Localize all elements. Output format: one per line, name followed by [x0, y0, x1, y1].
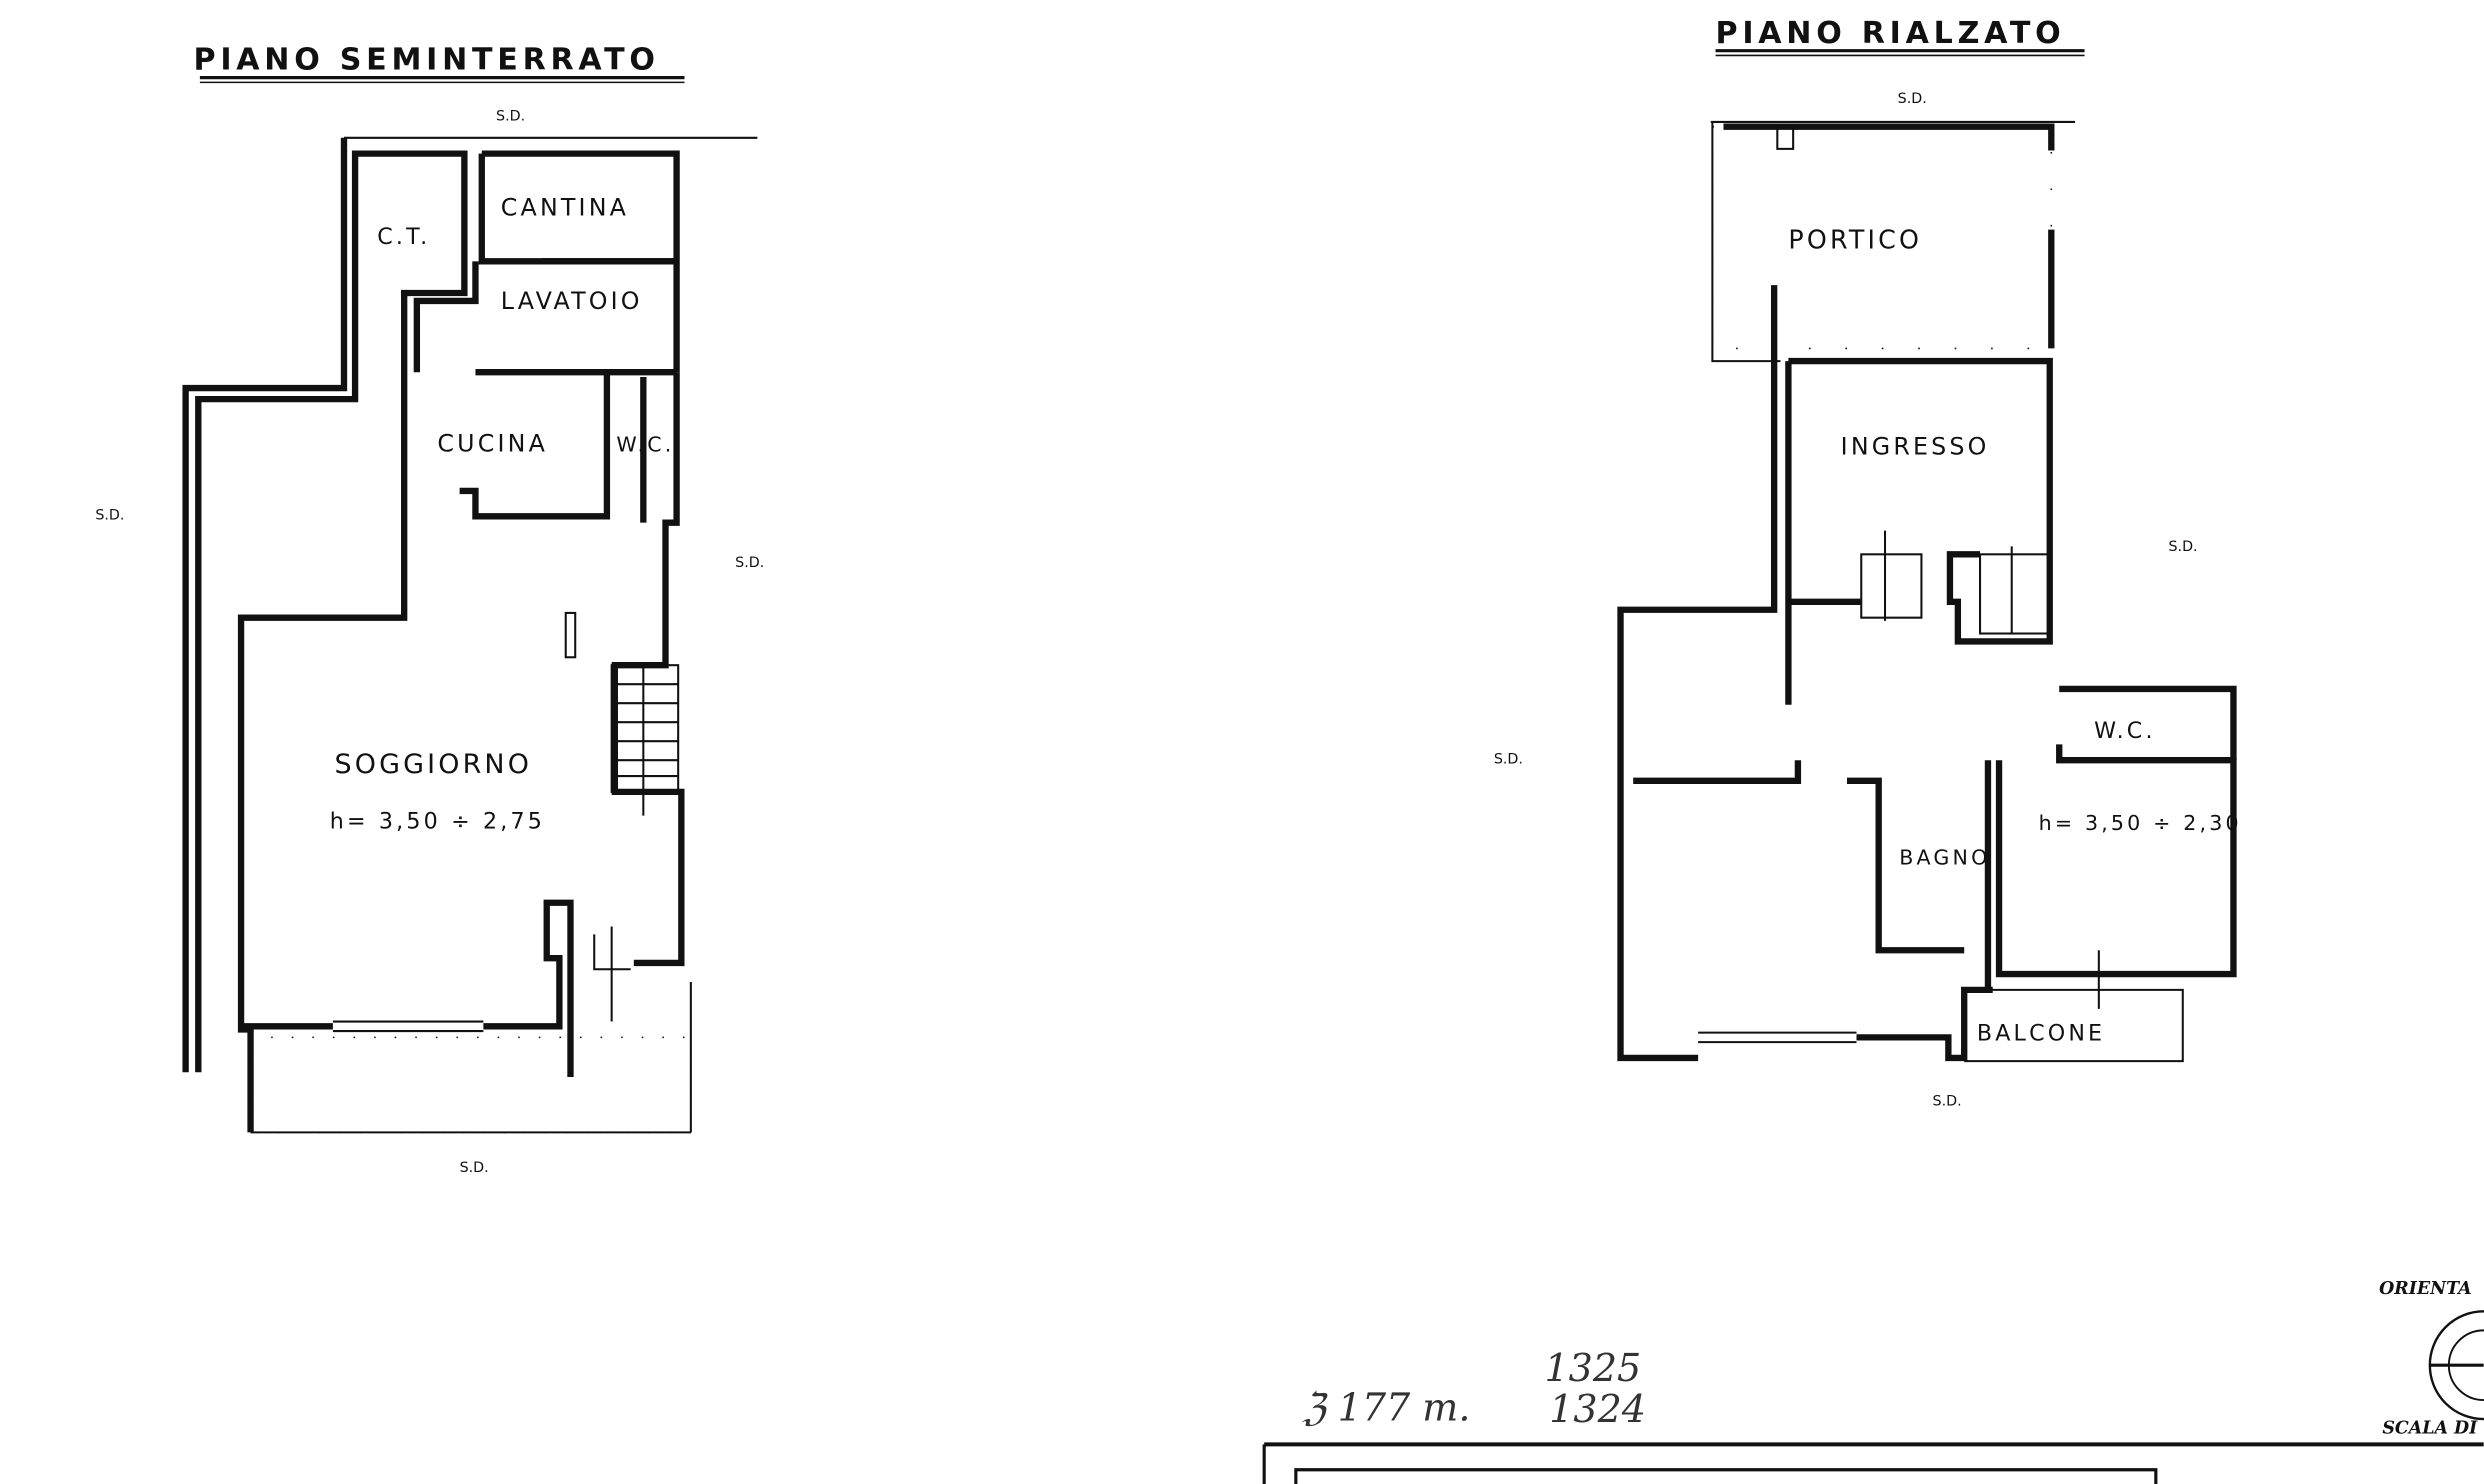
- sd-label-top: S.D.: [496, 108, 525, 124]
- sd-label-top-right: S.D.: [1898, 91, 1927, 107]
- room-label-ct: C.T.: [377, 224, 430, 250]
- compass-icon: [2428, 1310, 2484, 1421]
- handwritten-note-3: 1324: [1549, 1387, 1646, 1431]
- room-label-wc: W.C.: [616, 432, 674, 456]
- left-plan: PIANO SEMINTERRATO S.D. S.D. S.D. S.D.: [95, 43, 764, 1176]
- orientation-label: ORIENTA: [2379, 1279, 2471, 1299]
- room-label-ingresso: INGRESSO: [1841, 433, 1990, 461]
- sd-label-left-right: S.D.: [1494, 751, 1523, 767]
- room-label-cucina: CUCINA: [437, 429, 548, 457]
- sd-label-right-right: S.D.: [2169, 539, 2198, 555]
- handwritten-note-2: 1325: [1545, 1346, 1642, 1390]
- right-plan: PIANO RIALZATO S.D. S.D. S.D. S.D.: [1494, 16, 2242, 1110]
- sd-label-bottom-right: S.D.: [1933, 1093, 1962, 1109]
- scale-label: SCALA DI: [2382, 1418, 2478, 1438]
- handwritten-note: ℨ 177 m. 1325 1324: [1302, 1346, 1646, 1431]
- handwritten-note-1: ℨ 177 m.: [1302, 1386, 1470, 1430]
- sd-label-bottom: S.D.: [460, 1160, 489, 1176]
- right-plan-title: PIANO RIALZATO: [1716, 16, 2066, 51]
- stairs-icon: [610, 664, 680, 816]
- room-label-wc-right: W.C.: [2094, 718, 2156, 744]
- left-plan-title: PIANO SEMINTERRATO: [194, 43, 660, 78]
- sd-label-left: S.D.: [95, 507, 124, 523]
- room-label-bagno: BAGNO: [1899, 846, 1990, 870]
- height-note-right: h= 3,50 ÷ 2,30: [2039, 811, 2242, 835]
- room-label-lavatoio: LAVATOIO: [501, 287, 643, 315]
- height-note-left: h= 3,50 ÷ 2,75: [330, 808, 545, 834]
- sd-label-right: S.D.: [735, 555, 764, 571]
- room-label-soggiorno: SOGGIORNO: [334, 749, 532, 780]
- room-label-cantina: CANTINA: [501, 193, 629, 221]
- room-label-portico: PORTICO: [1788, 225, 1922, 255]
- room-label-balcone: BALCONE: [1977, 1021, 2105, 1047]
- stairs-icon-right: [1860, 530, 2051, 635]
